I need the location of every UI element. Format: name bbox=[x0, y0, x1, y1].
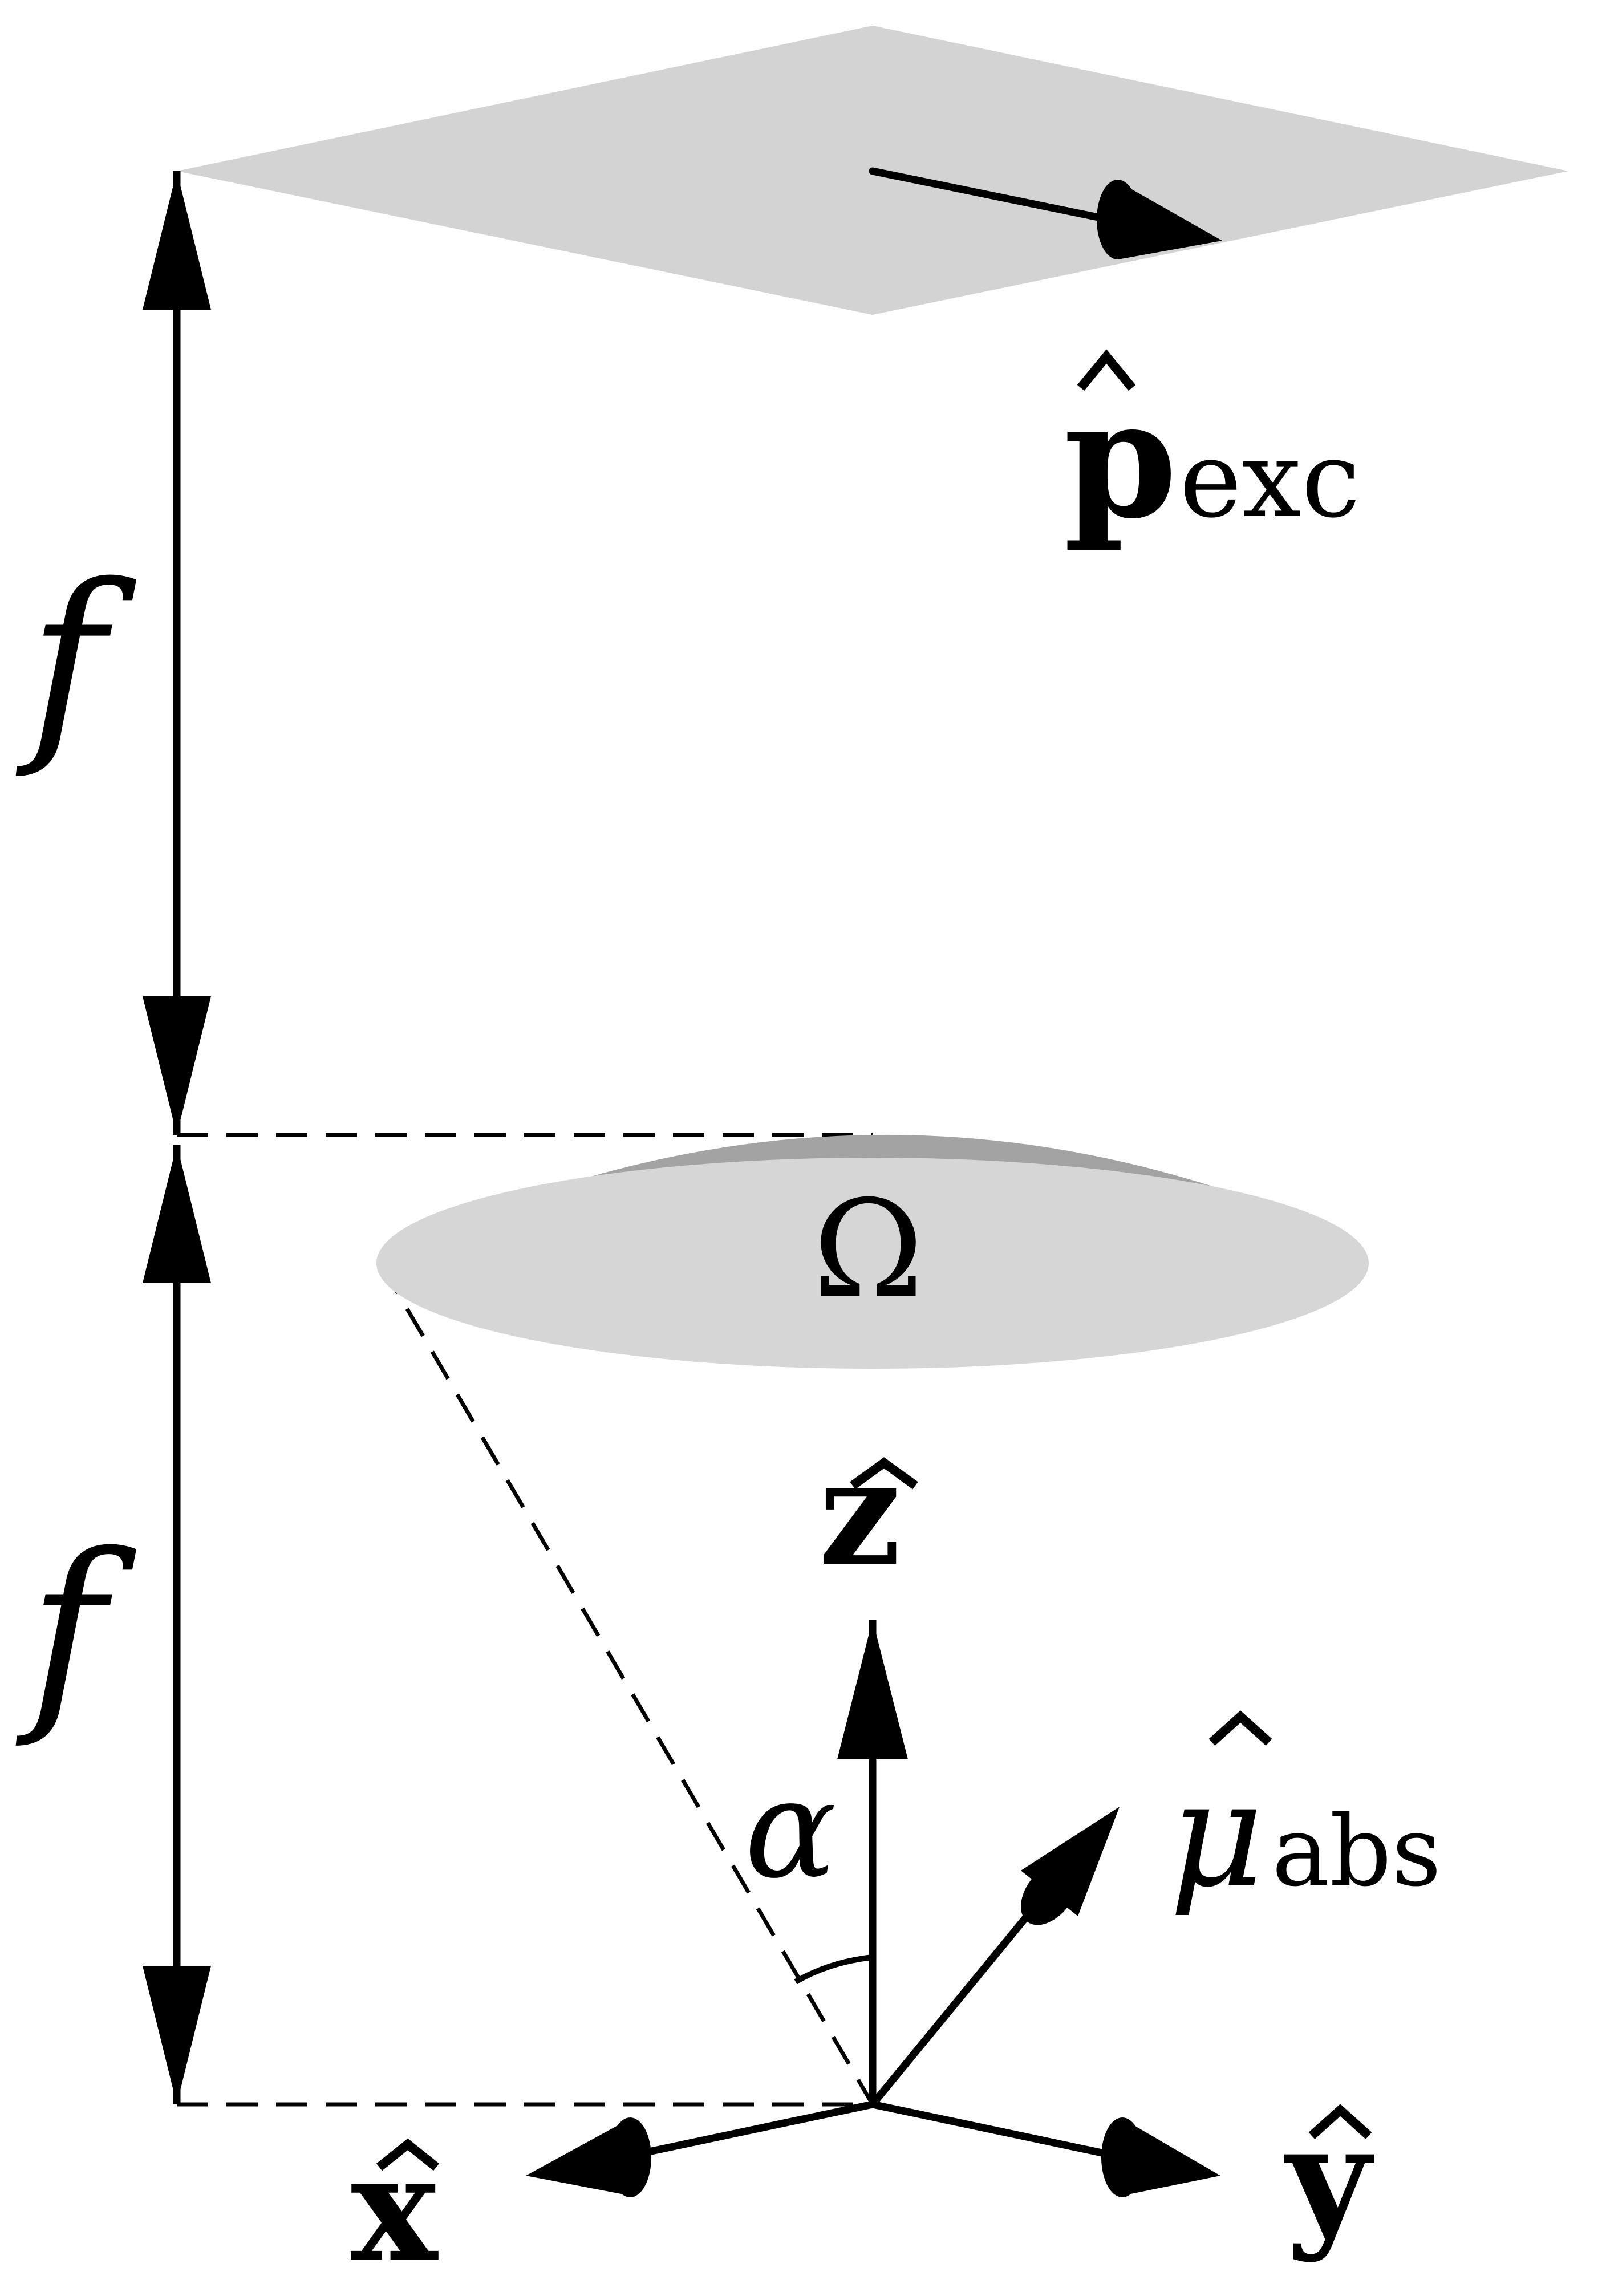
y-axis-arrow bbox=[871, 2100, 1220, 2197]
mu-abs-arrow bbox=[869, 1807, 1120, 2107]
cone-edge-dashed-line bbox=[380, 1265, 875, 2106]
mu-abs-label: μ abs bbox=[1169, 1710, 1441, 1920]
svg-text:exc: exc bbox=[1179, 418, 1360, 541]
f-top-dimension bbox=[143, 171, 211, 1135]
f-bottom-dimension bbox=[143, 1145, 211, 2104]
svg-text:abs: abs bbox=[1272, 1795, 1441, 1908]
omega-label: Ω bbox=[813, 1172, 924, 1328]
svg-text:z: z bbox=[818, 1428, 901, 1599]
alpha-angle-arc bbox=[794, 1954, 873, 1985]
svg-text:μ: μ bbox=[1169, 1750, 1264, 1920]
p-exc-label: p exc bbox=[1064, 349, 1360, 555]
p-exc-arrow bbox=[869, 167, 1222, 259]
x-axis-arrow bbox=[526, 2100, 874, 2197]
f-top-label: f bbox=[15, 540, 139, 782]
z-label: z bbox=[818, 1428, 918, 1599]
alpha-label: α bbox=[744, 1749, 837, 1909]
z-axis-arrow bbox=[837, 1620, 908, 2104]
svg-text:p: p bbox=[1064, 364, 1177, 555]
x-label: x bbox=[351, 2124, 439, 2294]
f-bottom-label: f bbox=[15, 1510, 139, 1752]
collection-disk bbox=[376, 1134, 1369, 1369]
y-label: y bbox=[1284, 2094, 1374, 2265]
